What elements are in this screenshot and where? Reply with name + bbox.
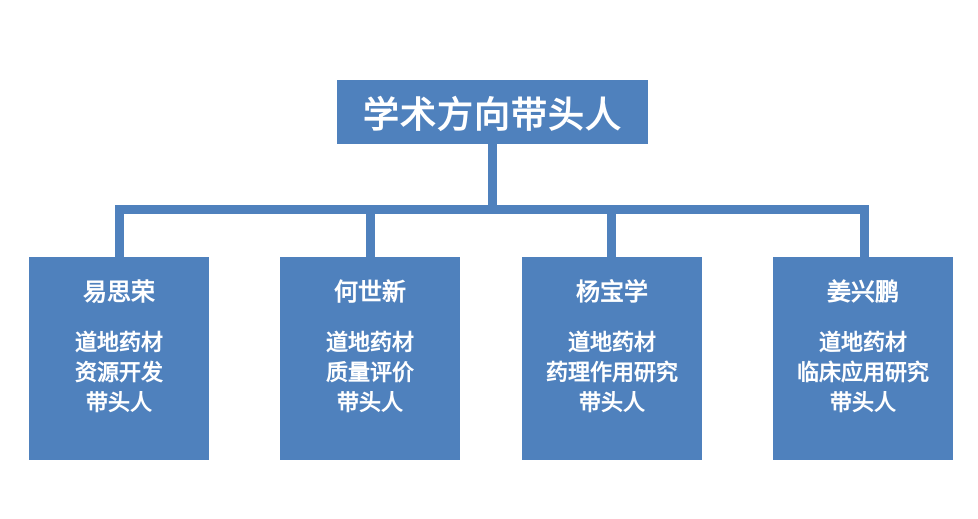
child-role-line-2: 临床应用研究: [796, 361, 929, 386]
connector-branch-2: [607, 205, 616, 257]
connector-branch-1: [366, 205, 375, 257]
child-role-line-1: 道地药材: [325, 331, 414, 356]
child-role-line-1: 道地药材: [567, 331, 656, 356]
child-role-line-3: 带头人: [829, 391, 896, 416]
connector-branch-0: [115, 205, 124, 257]
child-node-2: 杨宝学 道地药材 药理作用研究 带头人: [522, 257, 702, 460]
child-role-line-1: 道地药材: [818, 331, 907, 356]
child-role-line-3: 带头人: [336, 391, 403, 416]
child-role-line-1: 道地药材: [74, 331, 163, 356]
child-name: 杨宝学: [576, 278, 648, 306]
root-node: 学术方向带头人: [337, 80, 648, 144]
child-name: 何世新: [334, 278, 406, 306]
connector-root-stem: [488, 144, 497, 206]
child-role-line-3: 带头人: [85, 391, 152, 416]
child-role-line-2: 药理作用研究: [545, 361, 678, 386]
connector-branch-3: [860, 205, 869, 257]
connector-horizontal-bar: [115, 205, 869, 214]
child-name: 易思荣: [83, 278, 155, 306]
root-title: 学术方向带头人: [362, 95, 622, 136]
child-node-0: 易思荣 道地药材 资源开发 带头人: [29, 257, 209, 460]
child-node-1: 何世新 道地药材 质量评价 带头人: [280, 257, 460, 460]
child-node-3: 姜兴鹏 道地药材 临床应用研究 带头人: [773, 257, 953, 460]
child-role-line-2: 资源开发: [74, 361, 163, 386]
child-role-line-2: 质量评价: [325, 361, 414, 386]
child-role-line-3: 带头人: [578, 391, 645, 416]
child-name: 姜兴鹏: [827, 278, 899, 306]
